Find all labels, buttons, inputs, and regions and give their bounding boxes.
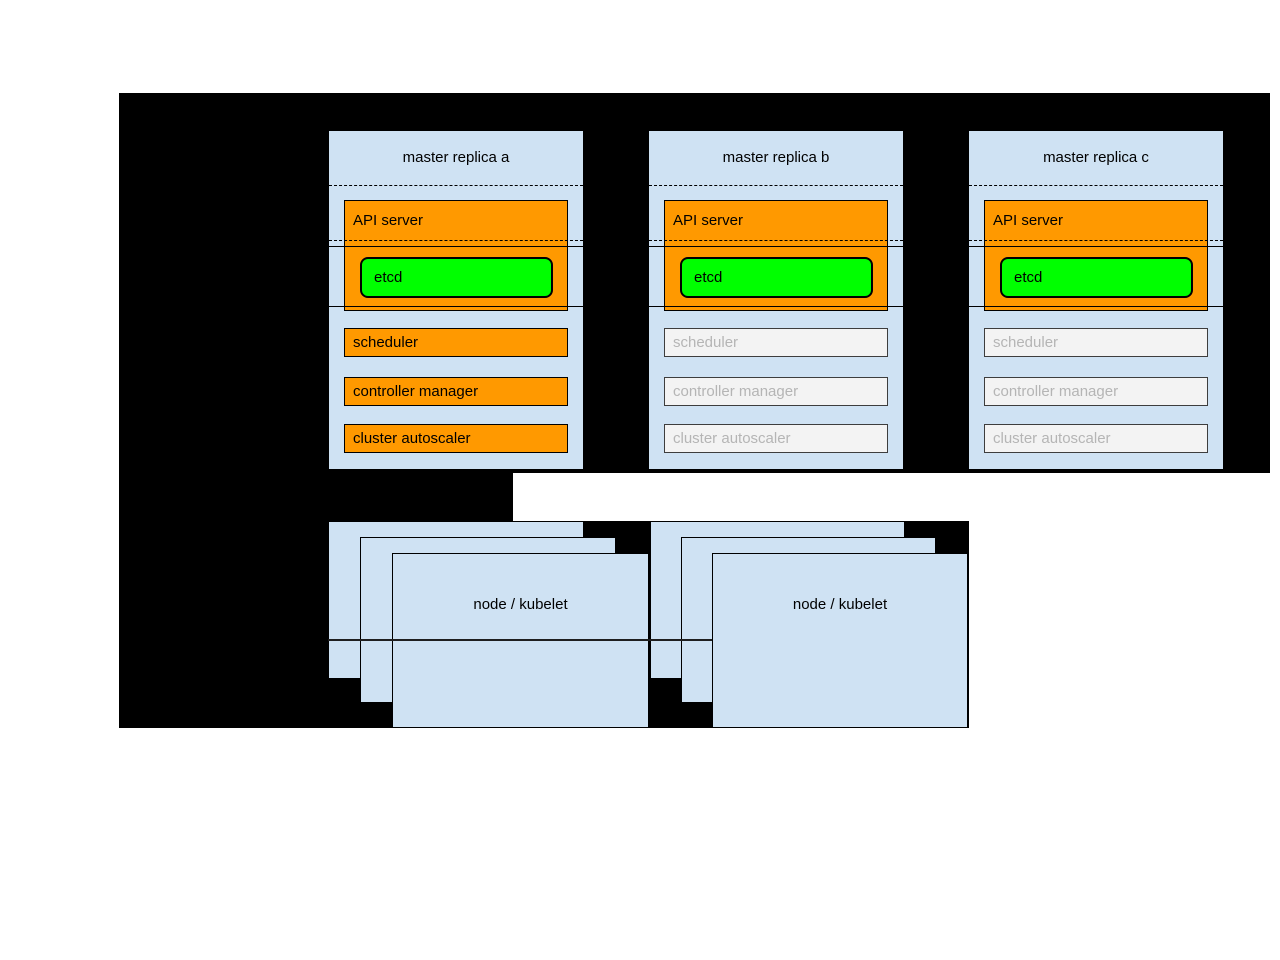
master-replica-c-panel: master replica c API server etcd schedul… <box>968 130 1224 470</box>
master-replica-a-title: master replica a <box>402 149 510 166</box>
etcd-box: etcd <box>1000 257 1193 298</box>
api-server-label: API server <box>993 212 1064 229</box>
divider-solid-upper <box>329 246 583 247</box>
master-replica-a-panel: master replica a API server etcd schedul… <box>328 130 584 470</box>
divider-dashed-mid <box>649 240 903 241</box>
divider-dashed-top <box>329 185 583 186</box>
controller-manager-box-inactive: controller manager <box>984 377 1208 406</box>
node-kubelet-label: node / kubelet <box>792 596 888 613</box>
cluster-autoscaler-box-inactive: cluster autoscaler <box>984 424 1208 453</box>
cluster-autoscaler-label: cluster autoscaler <box>993 430 1111 447</box>
scheduler-box: scheduler <box>344 328 568 357</box>
divider-solid-lower <box>649 306 903 307</box>
controller-manager-box-inactive: controller manager <box>664 377 888 406</box>
etcd-box: etcd <box>680 257 873 298</box>
controller-manager-label: controller manager <box>993 383 1119 400</box>
divider-dashed-mid <box>969 240 1223 241</box>
background-left-strip <box>119 473 513 521</box>
cluster-autoscaler-label: cluster autoscaler <box>353 430 471 447</box>
divider-solid-lower <box>329 306 583 307</box>
scheduler-box-inactive: scheduler <box>984 328 1208 357</box>
scheduler-box-inactive: scheduler <box>664 328 888 357</box>
etcd-label: etcd <box>694 269 723 286</box>
scheduler-label: scheduler <box>673 334 739 351</box>
divider-dashed-top <box>969 185 1223 186</box>
node-kubelet-label: node / kubelet <box>473 596 568 613</box>
controller-manager-box: controller manager <box>344 377 568 406</box>
cluster-autoscaler-label: cluster autoscaler <box>673 430 791 447</box>
scheduler-label: scheduler <box>353 334 419 351</box>
controller-manager-label: controller manager <box>353 383 479 400</box>
scheduler-label: scheduler <box>993 334 1059 351</box>
etcd-label: etcd <box>1014 269 1043 286</box>
cluster-autoscaler-box-inactive: cluster autoscaler <box>664 424 888 453</box>
cluster-autoscaler-box: cluster autoscaler <box>344 424 568 453</box>
master-replica-b-panel: master replica b API server etcd schedul… <box>648 130 904 470</box>
etcd-box: etcd <box>360 257 553 298</box>
divider-solid-lower <box>969 306 1223 307</box>
divider-solid-upper <box>969 246 1223 247</box>
divider-solid-upper <box>649 246 903 247</box>
divider-dashed-top <box>649 185 903 186</box>
controller-manager-label: controller manager <box>673 383 799 400</box>
node-connector-line <box>328 639 712 641</box>
node-stack2-front-box: node / kubelet <box>712 553 968 728</box>
api-server-label: API server <box>673 212 744 229</box>
etcd-label: etcd <box>374 269 403 286</box>
master-replica-b-title: master replica b <box>722 149 830 166</box>
master-replica-c-title: master replica c <box>1043 149 1149 166</box>
divider-dashed-mid <box>329 240 583 241</box>
api-server-label: API server <box>353 212 424 229</box>
